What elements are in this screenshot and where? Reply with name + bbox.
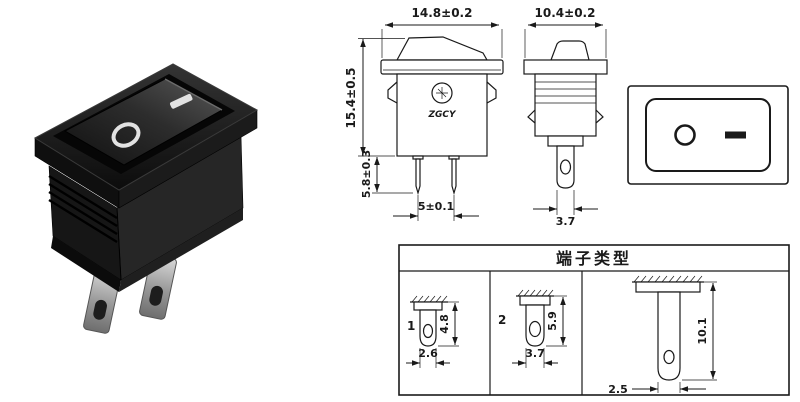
panel-marking-i	[725, 131, 746, 139]
dim-width-label: 14.8±0.2	[412, 6, 473, 20]
cell1-terminal-hole	[422, 323, 434, 339]
product-photo	[33, 63, 259, 334]
side-terminal-hole	[559, 159, 572, 175]
cell1-hatch	[411, 295, 448, 303]
terminal-cell-2: 2 5.9 3.7	[498, 289, 567, 368]
cell2-terminal-hole	[528, 320, 542, 338]
cell2-hatch	[517, 289, 554, 297]
cell3-terminal-bar	[635, 281, 701, 293]
dim-height: 15.4±0.5	[344, 38, 405, 157]
dim-pin-spacing-label: 5±0.1	[418, 200, 454, 213]
panel-view-drawing	[627, 85, 789, 185]
terminal-cell-1: 1 4.8 2.6	[406, 295, 459, 368]
side-rocker	[550, 40, 590, 61]
front-clip-left	[387, 81, 398, 104]
marking-i	[169, 93, 193, 109]
front-view-drawing: 14.8±0.2 ZGCY	[344, 6, 504, 221]
side-view-drawing: 10.4±0.2 3.7	[523, 6, 608, 228]
table-title: 端子类型	[556, 249, 632, 268]
terminal-type-table: 端子类型 1 4.8 2.6 2	[398, 244, 790, 396]
cell1-terminal-stem	[419, 309, 437, 347]
table-border	[398, 244, 790, 396]
logo-text: ZGCY	[427, 110, 457, 120]
dim-pin-length: 5.8±0.3	[360, 150, 413, 198]
front-flange	[380, 59, 504, 75]
cell1-index: 1	[407, 319, 415, 333]
cell3-vdim-label: 10.1	[696, 317, 709, 344]
front-logo: ZGCY	[427, 82, 457, 120]
panel-rocker-frame	[645, 98, 771, 172]
side-ribs	[535, 81, 596, 104]
side-terminal	[556, 145, 575, 189]
logo-symbol	[436, 87, 448, 99]
side-flange	[523, 59, 608, 75]
cell2-terminal-bar	[519, 295, 551, 306]
body-ribs	[48, 174, 118, 244]
marking-o	[111, 122, 141, 148]
dim-pin-spacing: 5±0.1	[393, 195, 479, 221]
photo-switch-body	[48, 135, 244, 292]
dim-depth-label: 10.4±0.2	[535, 6, 596, 20]
dim-terminal-width: 3.7	[533, 190, 598, 228]
front-pins	[412, 155, 460, 196]
side-switch-outline	[523, 40, 608, 189]
cell3-terminal-hole	[663, 349, 675, 365]
side-body	[534, 73, 597, 137]
dim-width: 14.8±0.2	[381, 6, 503, 58]
body-step-side	[119, 208, 243, 292]
dim-pin-length-label: 5.8±0.3	[360, 150, 373, 198]
terminal-hole	[149, 285, 163, 306]
cell3-hatch	[633, 275, 703, 283]
dim-height-label: 15.4±0.5	[344, 68, 358, 129]
cell1-hdim-label: 2.6	[418, 347, 438, 360]
body-step-front	[51, 236, 121, 292]
front-clip-right	[486, 81, 497, 104]
photo-rocker	[63, 78, 224, 166]
terminal-cell-3: 10.1 2.5	[608, 275, 717, 396]
front-switch-outline: ZGCY	[380, 36, 504, 196]
cell2-vdim-label: 5.9	[546, 311, 559, 331]
cell2-terminal-stem	[525, 304, 545, 347]
cell3-terminal-stem	[657, 291, 681, 381]
terminal-hole	[93, 299, 107, 320]
front-rocker	[395, 36, 489, 61]
cell1-vdim-label: 4.8	[438, 314, 451, 334]
cell1-terminal-bar	[413, 301, 443, 311]
dim-terminal-width-label: 3.7	[556, 215, 576, 228]
side-clip-right	[595, 109, 604, 124]
panel-marking-o	[674, 124, 696, 146]
cell3-hdim-label: 2.5	[608, 383, 628, 396]
side-neck	[547, 135, 584, 147]
side-clip-left	[527, 109, 536, 124]
cell2-hdim-label: 3.7	[525, 347, 545, 360]
cell2-index: 2	[498, 313, 506, 327]
dim-depth: 10.4±0.2	[524, 6, 607, 58]
